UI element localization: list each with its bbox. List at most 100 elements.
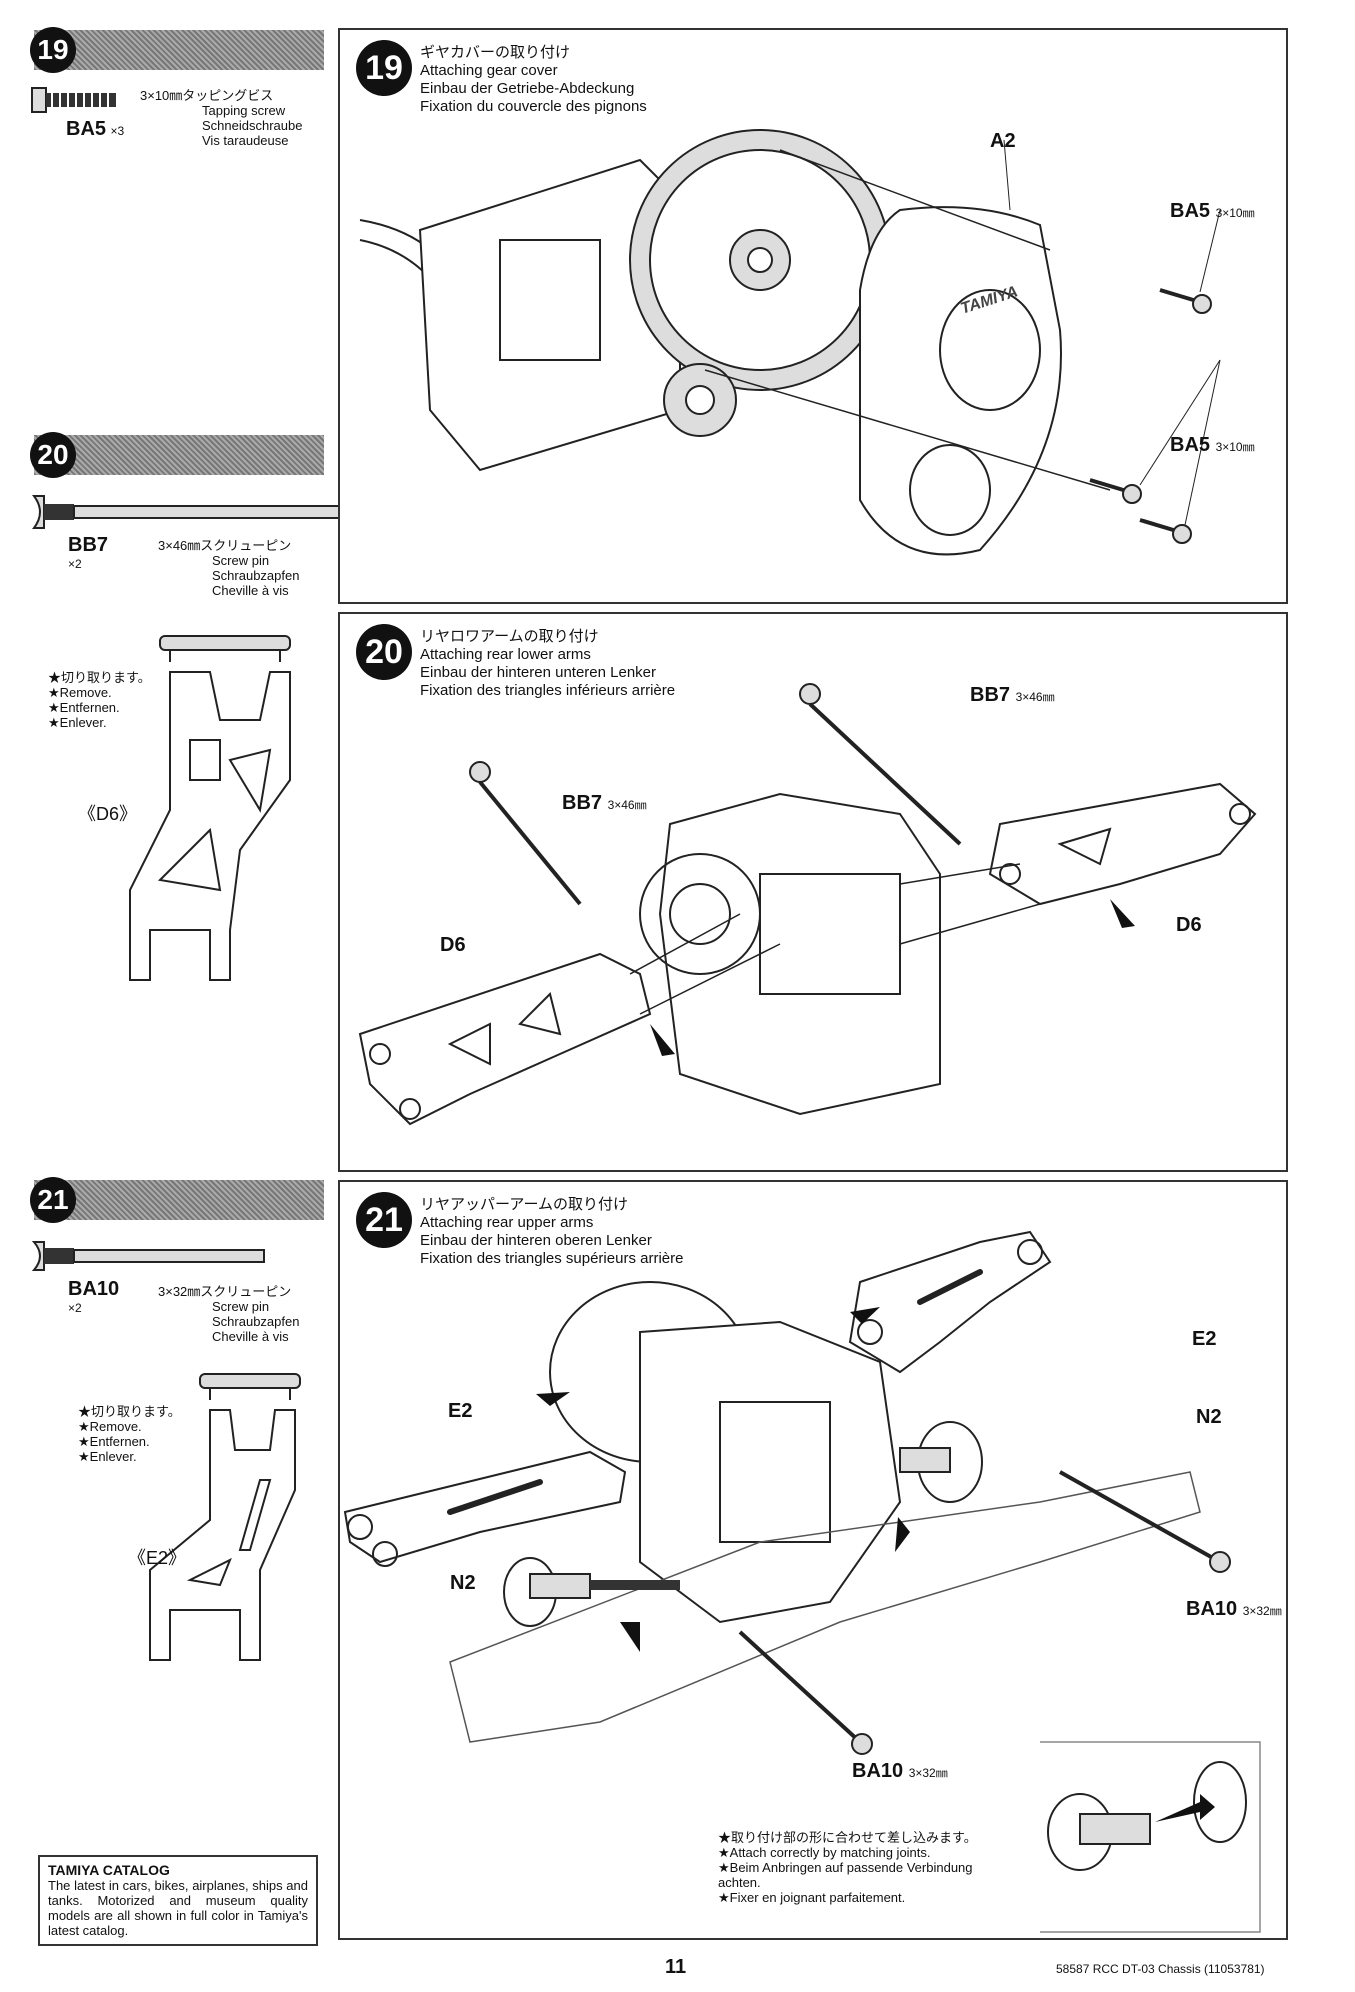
panel-21-note: ★取り付け部の形に合わせて差し込みます。 ★Attach correctly b…: [718, 1830, 1018, 1905]
note-fr: ★Enlever.: [48, 715, 107, 730]
title-de: Einbau der Getriebe-Abdeckung: [420, 80, 635, 97]
pin-bb7-right: [799, 683, 962, 846]
desc-en: Screw pin: [212, 1299, 270, 1314]
step-21-bar: [34, 1180, 324, 1220]
note-jp: ★切り取ります。: [48, 670, 151, 685]
step-21-desc: 3×32㎜スクリューピン Screw pin Schraubzapfen Che…: [158, 1284, 338, 1344]
title-fr: Fixation du couvercle des pignons: [420, 98, 647, 115]
title-jp: ギヤカバーの取り付け: [420, 44, 571, 61]
step-20-desc: 3×46㎜スクリューピン Screw pin Schraubzapfen Che…: [158, 538, 338, 598]
part-code-ba10: BA10: [68, 1278, 120, 1300]
step-21-number: 21: [30, 1177, 76, 1223]
label-n2-left: N2: [450, 1572, 476, 1594]
step-19-number: 19: [30, 27, 76, 73]
desc-de: Schneidschraube: [202, 118, 303, 133]
note-jp: ★取り付け部の形に合わせて差し込みます。: [718, 1830, 977, 1845]
label-d6-right: D6: [1176, 914, 1202, 936]
screw-pin-ba10-icon: [31, 1241, 265, 1271]
part-qty: ×2: [68, 1301, 82, 1315]
catalog-heading: TAMIYA CATALOG: [48, 1862, 170, 1878]
desc-de: Schraubzapfen: [212, 568, 300, 583]
label-ba10-right: BA10 3×32㎜: [1186, 1598, 1282, 1620]
label-n2-right: N2: [1196, 1406, 1222, 1428]
part-code-bb7: BB7: [68, 534, 109, 556]
step-19-desc: 3×10㎜タッピングビス Tapping screw Schneidschrau…: [140, 88, 330, 148]
step-19-part: BA5 ×3: [66, 118, 124, 141]
catalog-body: The latest in cars, bikes, airplanes, sh…: [48, 1878, 308, 1938]
panel-20-number: 20: [356, 624, 412, 680]
part-e2-drawing: [149, 1373, 301, 1661]
panel-20-title: リヤロワアームの取り付け Attaching rear lower arms E…: [420, 628, 675, 700]
title-fr: Fixation des triangles supérieurs arrièr…: [420, 1250, 684, 1267]
desc-en: Screw pin: [212, 553, 270, 568]
pin-bb7-left: [469, 761, 582, 906]
note-de: ★Entfernen.: [48, 700, 120, 715]
part-code-ba5: BA5: [66, 118, 107, 140]
note-en: ★Remove.: [78, 1419, 142, 1434]
inset-drawing: [1040, 1741, 1261, 1933]
note-fr: ★Fixer en joignant parfaitement.: [718, 1890, 906, 1905]
panel-step-21: 21 リヤアッパーアームの取り付け Attaching rear upper a…: [338, 1180, 1288, 1940]
note-jp: ★切り取ります。: [78, 1404, 181, 1419]
label-e2-right: E2: [1192, 1328, 1217, 1350]
note-de: ★Beim Anbringen auf passende Verbindung …: [718, 1860, 973, 1890]
title-jp: リヤロワアームの取り付け: [420, 628, 599, 645]
label-ba10-bottom: BA10 3×32㎜: [852, 1760, 948, 1782]
rear-lower-arms-diagram: [358, 683, 1257, 1126]
title-jp: リヤアッパーアームの取り付け: [420, 1196, 629, 1213]
step-20-bar: [34, 435, 324, 475]
cup-joint-n2-right: [899, 1421, 983, 1503]
panel-step-20: 20 リヤロワアームの取り付け Attaching rear lower arm…: [338, 612, 1288, 1172]
desc-jp: 3×46㎜スクリューピン: [158, 538, 292, 553]
desc-fr: Cheville à vis: [212, 583, 289, 598]
page-number: 11: [665, 1956, 687, 1978]
title-fr: Fixation des triangles inférieurs arrièr…: [420, 682, 676, 699]
note-fr: ★Enlever.: [78, 1449, 137, 1464]
title-de: Einbau der hinteren oberen Lenker: [420, 1232, 652, 1249]
panel-19-number: 19: [356, 40, 412, 96]
note-de: ★Entfernen.: [78, 1434, 150, 1449]
screw-ba5-mid: [1089, 478, 1142, 504]
step-21-part: BA10 ×2: [68, 1278, 119, 1315]
doc-reference: 58587 RCC DT-03 Chassis (11053781): [1056, 1962, 1265, 1976]
title-en: Attaching rear upper arms: [420, 1214, 594, 1231]
panel-21-number: 21: [356, 1192, 412, 1248]
title-en: Attaching gear cover: [420, 62, 558, 79]
part-qty: ×2: [68, 557, 82, 571]
label-ba5-top: BA5 3×10㎜: [1170, 200, 1255, 222]
label-e2-left: E2: [448, 1400, 473, 1422]
label-a2: A2: [990, 130, 1016, 152]
part-label-e2: 《E2》: [128, 1548, 187, 1568]
screw-pin-bb7-icon: [32, 495, 355, 529]
step-21-note: ★切り取ります。 ★Remove. ★Entfernen. ★Enlever.: [78, 1404, 181, 1464]
pin-ba10-right: [1059, 1470, 1231, 1573]
part-d6-drawing: [129, 635, 291, 981]
screw-ba5-top: [1159, 288, 1212, 314]
cup-joint-n2-left: [503, 1557, 680, 1627]
desc-jp: 3×10㎜タッピングビス: [140, 88, 274, 103]
panel-21-title: リヤアッパーアームの取り付け Attaching rear upper arms…: [420, 1196, 683, 1268]
title-en: Attaching rear lower arms: [420, 646, 591, 663]
label-bb7-left: BB7 3×46㎜: [562, 792, 647, 814]
step-20-number: 20: [30, 432, 76, 478]
screw-ba5-icon: [31, 87, 116, 113]
desc-de: Schraubzapfen: [212, 1314, 300, 1329]
part-label-d6: 《D6》: [78, 804, 138, 824]
note-en: ★Remove.: [48, 685, 112, 700]
desc-fr: Cheville à vis: [212, 1329, 289, 1344]
note-en: ★Attach correctly by matching joints.: [718, 1845, 931, 1860]
label-d6-left: D6: [440, 934, 466, 956]
gear-cover-diagram: [359, 129, 1221, 556]
step-20-note: ★切り取ります。 ★Remove. ★Entfernen. ★Enlever.: [48, 670, 151, 730]
desc-jp: 3×32㎜スクリューピン: [158, 1284, 292, 1299]
step-20-part: BB7 ×2: [68, 534, 108, 571]
label-bb7-right: BB7 3×46㎜: [970, 684, 1055, 706]
title-de: Einbau der hinteren unteren Lenker: [420, 664, 657, 681]
desc-en: Tapping screw: [202, 103, 286, 118]
tamiya-catalog-box: TAMIYA CATALOG The latest in cars, bikes…: [38, 1855, 318, 1946]
screw-ba5-bottom: [1139, 518, 1192, 544]
pin-ba10-bottom: [738, 1630, 873, 1755]
step-19-bar: [34, 30, 324, 70]
panel-19-title: ギヤカバーの取り付け Attaching gear cover Einbau d…: [420, 44, 647, 116]
panel-step-19: 19 ギヤカバーの取り付け Attaching gear cover Einba…: [338, 28, 1288, 604]
